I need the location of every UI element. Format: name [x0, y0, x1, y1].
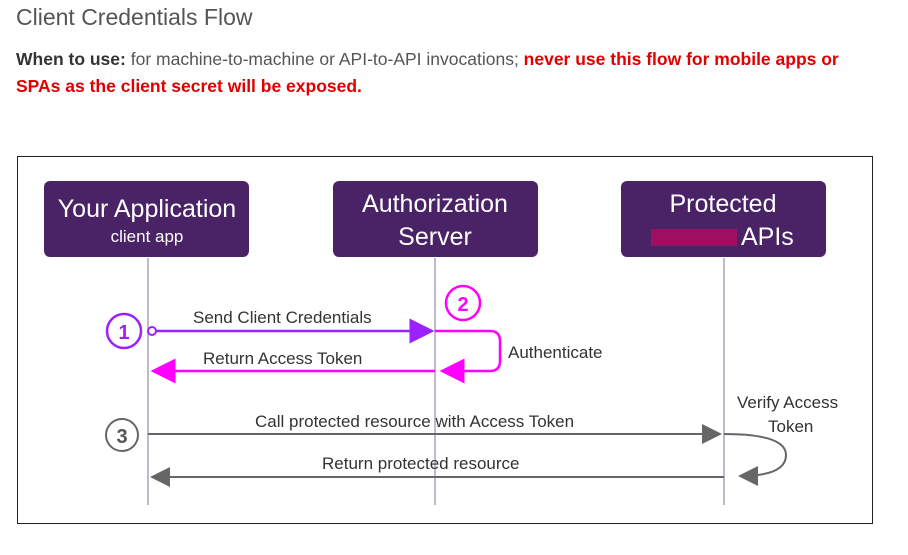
label-call-resource: Call protected resource with Access Toke…	[255, 412, 574, 431]
participant-title-line2: Server	[398, 223, 472, 251]
label-send-credentials: Send Client Credentials	[193, 308, 372, 327]
participant-title-line1: Protected	[669, 190, 776, 218]
usage-text: for machine-to-machine or API-to-API inv…	[125, 49, 524, 69]
usage-warning: never use this flow for mobile apps or S…	[16, 49, 839, 96]
diagram-frame	[17, 156, 873, 524]
redaction-mark	[651, 229, 737, 246]
participant-authorization-server: Authorization Server	[333, 181, 538, 257]
arrow-verify-loop	[723, 433, 788, 486]
label-verify-line2: Token	[768, 417, 813, 436]
usage-note: When to use: for machine-to-machine or A…	[16, 46, 886, 100]
step-number: 1	[118, 322, 129, 344]
label-return-token: Return Access Token	[203, 349, 362, 368]
step-number: 3	[116, 426, 127, 448]
step-badge-2: 2	[444, 284, 482, 322]
participant-title-line1: Authorization	[362, 190, 508, 218]
step-badge-1: 1	[105, 312, 143, 350]
label-verify-line1: Verify Access	[737, 393, 838, 412]
arrow-origin-dot	[147, 326, 157, 336]
label-authenticate: Authenticate	[508, 343, 603, 362]
participant-title: Your Application	[58, 195, 236, 223]
page-title: Client Credentials Flow	[16, 4, 253, 30]
participant-subtitle: client app	[111, 227, 184, 246]
label-return-resource: Return protected resource	[322, 454, 520, 473]
step-badge-3: 3	[105, 418, 139, 452]
participant-title-line2: APIs	[741, 223, 794, 251]
participant-protected-apis: Protected APIs	[621, 181, 826, 257]
arrow-authenticate-loop	[435, 329, 502, 384]
usage-label: When to use:	[16, 49, 126, 69]
step-number: 2	[457, 294, 468, 316]
participant-your-application: Your Application client app	[44, 181, 249, 257]
